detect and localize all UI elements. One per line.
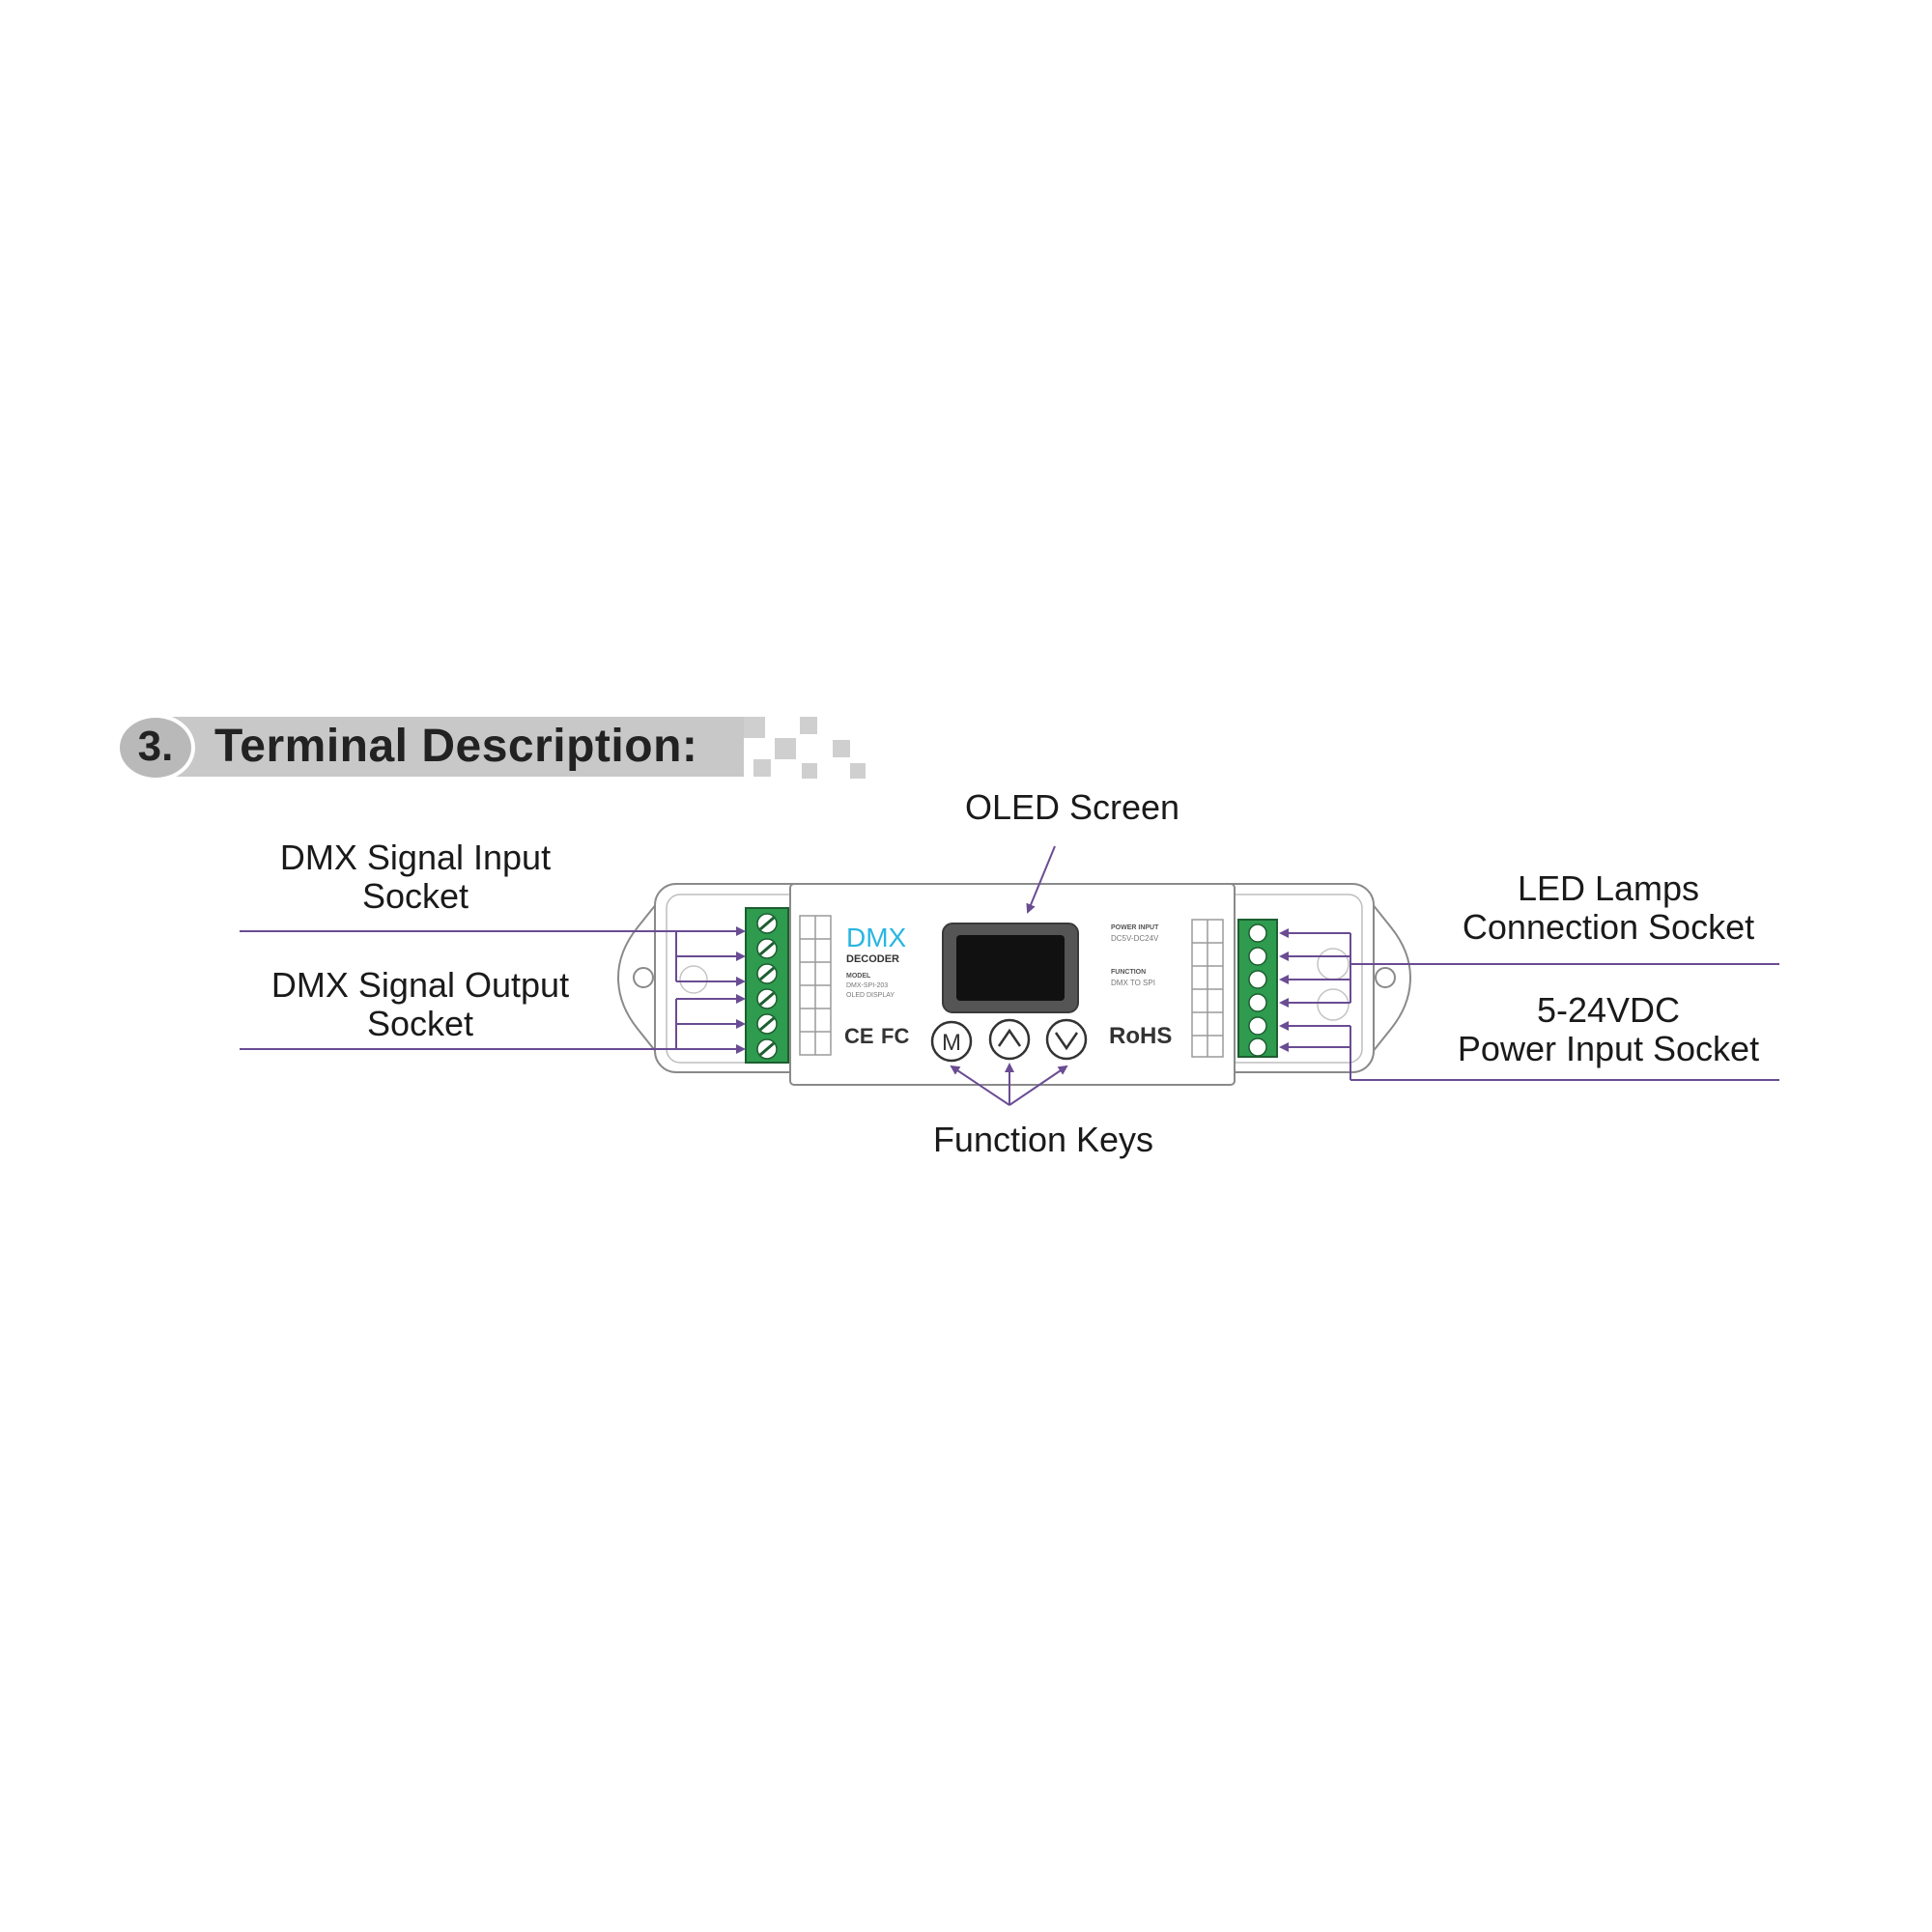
label-dmx-input-line1: DMX Signal Input: [279, 838, 552, 877]
section-title: Terminal Description:: [214, 721, 698, 772]
left-mounting-flange: [616, 900, 658, 1056]
function-label: FUNCTION: [1111, 969, 1146, 976]
power-input-value: DC5V-DC24V: [1111, 934, 1159, 943]
label-led-lamps-line2: Connection Socket: [1462, 907, 1755, 947]
label-power-line1: 5-24VDC: [1536, 990, 1681, 1030]
model-label: MODEL: [846, 973, 871, 980]
header-pixel-decoration: [850, 763, 866, 779]
rohs-mark: RoHS: [1109, 1023, 1172, 1049]
left-terminal-block: [745, 907, 789, 1064]
brand-decoder: DECODER: [846, 953, 899, 965]
section-number-badge: [116, 714, 195, 781]
right-mounting-flange: [1371, 900, 1412, 1056]
fc-mark: FC: [881, 1024, 909, 1048]
header-pixel-decoration: [833, 740, 850, 757]
header-pixel-decoration: [800, 717, 817, 734]
label-function-keys: Function Keys: [932, 1120, 1154, 1159]
header-pixel-decoration: [775, 738, 796, 759]
left-screw-hole: [679, 965, 708, 994]
display-type: OLED DISPLAY: [846, 992, 895, 999]
header-pixel-decoration: [802, 763, 817, 779]
key-up-button: [988, 1018, 1031, 1061]
callout-led-lamps: [1279, 928, 1779, 1008]
section-header-bar: [155, 717, 744, 777]
label-dmx-input-line2: Socket: [361, 876, 469, 916]
label-led-lamps-line1: LED Lamps: [1517, 868, 1700, 908]
right-terminal-block: [1237, 919, 1278, 1058]
ce-mark: CE: [844, 1024, 874, 1048]
callout-dmx-output: [240, 994, 746, 1054]
callout-dmx-input: [240, 926, 746, 986]
function-value: DMX TO SPI: [1111, 979, 1155, 987]
oled-screen: [956, 935, 1065, 1001]
model-value: DMX-SPI-203: [846, 982, 888, 989]
power-input-label: POWER INPUT: [1111, 924, 1159, 931]
brand-dmx: DMX: [846, 923, 907, 952]
key-m-button: [930, 1020, 973, 1063]
label-oled-screen: OLED Screen: [964, 787, 1180, 827]
right-pin-label-strip: [1191, 919, 1224, 1058]
label-dmx-output-line2: Socket: [366, 1004, 474, 1043]
key-m-label: M: [942, 1030, 961, 1056]
right-screw-hole: [1317, 988, 1350, 1021]
section-number: 3.: [137, 723, 174, 770]
label-dmx-output-line1: DMX Signal Output: [270, 965, 570, 1005]
callout-oled-screen: [1026, 845, 1056, 914]
header-pixel-decoration: [753, 759, 771, 777]
callout-power-input: [1279, 1021, 1779, 1081]
callout-function-keys: [950, 1063, 1068, 1106]
label-power-line2: Power Input Socket: [1457, 1029, 1760, 1068]
key-down-button: [1045, 1018, 1088, 1061]
header-pixel-decoration: [744, 717, 765, 738]
left-pin-label-strip: [799, 915, 832, 1056]
